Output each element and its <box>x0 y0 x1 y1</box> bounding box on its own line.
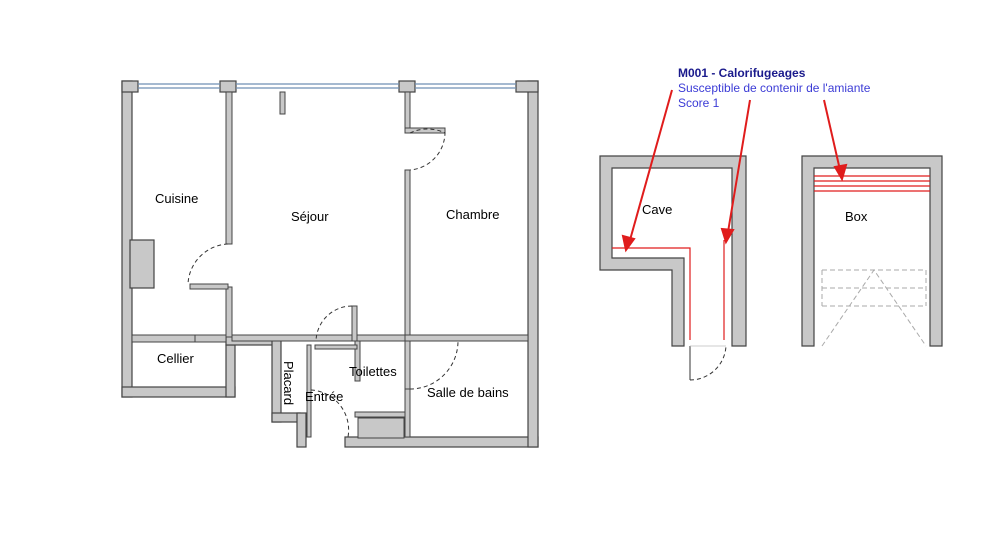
room-label-cuisine: Cuisine <box>155 191 198 206</box>
cave-plan: Cave <box>599 155 747 381</box>
apartment-partitions <box>131 91 529 438</box>
box-garage-door <box>821 269 927 347</box>
asbestos-annotation: M001 - Calorifugeages Susceptible de con… <box>621 66 871 253</box>
room-label-cave: Cave <box>642 202 672 217</box>
apartment-plan: Cuisine Séjour Chambre Cellier Placard E… <box>121 80 539 448</box>
cave-walls <box>599 155 747 347</box>
bathroom-tub-icon <box>357 417 405 439</box>
room-label-sejour: Séjour <box>291 209 329 224</box>
box-asbestos-pipes <box>814 175 930 192</box>
kitchen-appliance-icon <box>129 239 155 289</box>
cave-door <box>689 345 727 381</box>
box-walls <box>801 155 943 347</box>
room-label-placard: Placard <box>281 361 296 405</box>
room-label-toilettes: Toilettes <box>349 364 397 379</box>
apartment-windows <box>138 83 516 89</box>
box-plan: Box <box>801 155 943 347</box>
room-label-entree: Entrée <box>305 389 343 404</box>
apartment-door-swings <box>187 128 459 438</box>
room-label-salle-de-bains: Salle de bains <box>427 385 509 400</box>
annotation-line-2: Score 1 <box>678 96 720 110</box>
room-label-cellier: Cellier <box>157 351 195 366</box>
annotation-title: M001 - Calorifugeages <box>678 66 806 80</box>
room-label-box: Box <box>845 209 868 224</box>
room-label-chambre: Chambre <box>446 207 499 222</box>
annotation-line-1: Susceptible de contenir de l'amiante <box>678 81 871 95</box>
annotation-arrows <box>621 89 848 253</box>
cave-asbestos-pipes <box>612 240 725 340</box>
